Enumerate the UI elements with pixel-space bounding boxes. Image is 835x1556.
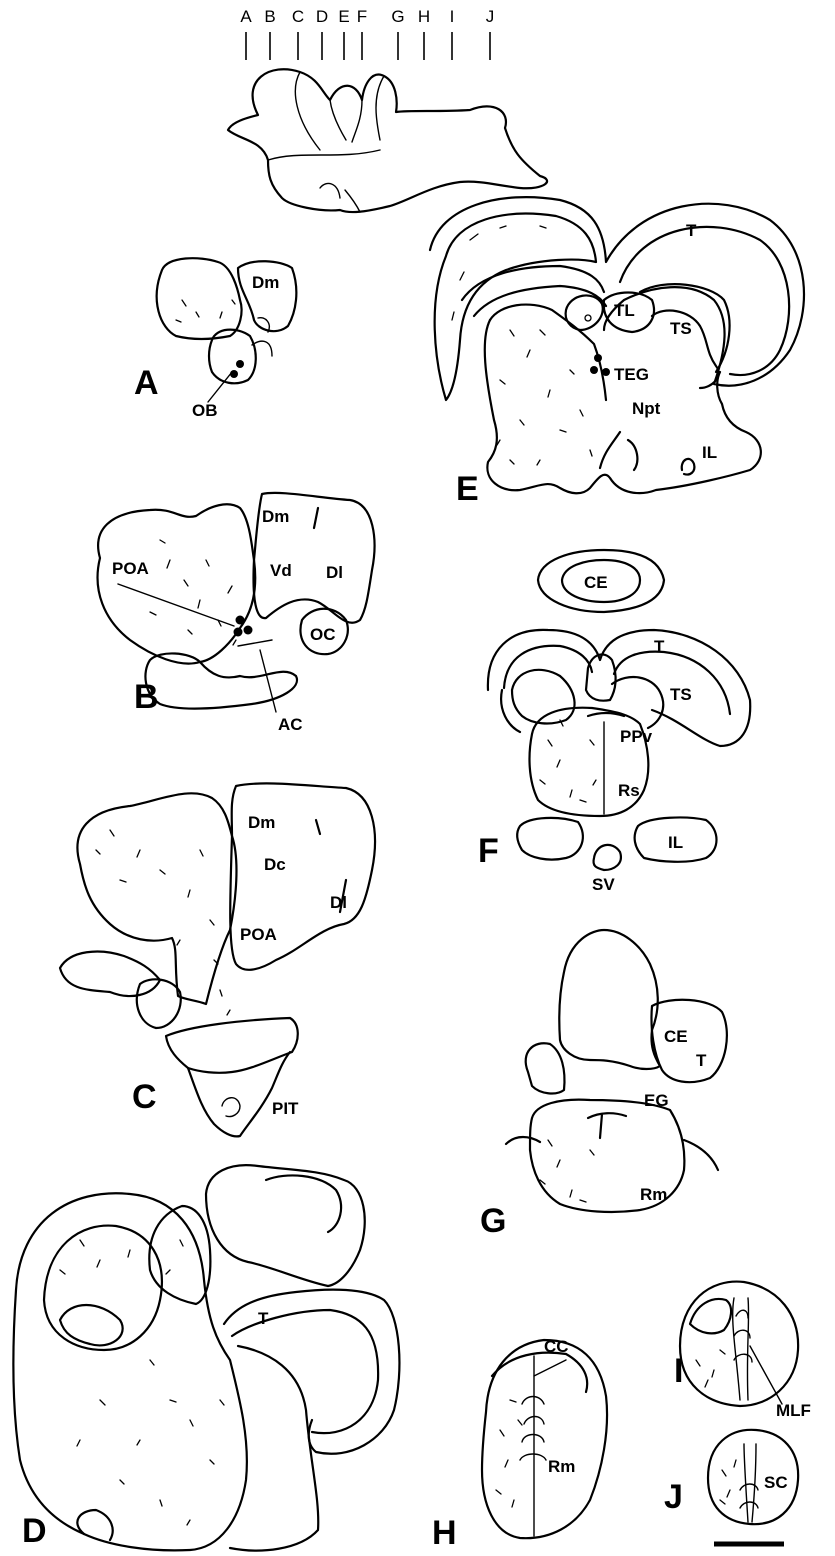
label-SV: SV (592, 875, 615, 894)
label-T: T (686, 221, 697, 240)
section-F: CE T TS PPv Rs IL SV F (478, 550, 750, 894)
section-tick-label-F: F (357, 7, 367, 26)
label-Vd: Vd (270, 561, 292, 580)
label-PPv: PPv (620, 727, 653, 746)
section-tick-label-A: A (240, 7, 252, 26)
label-SC: SC (764, 1473, 788, 1492)
label-Npt: Npt (632, 399, 661, 418)
label-EG: EG (644, 1091, 669, 1110)
section-letter-D: D (22, 1512, 47, 1550)
section-letter-B: B (134, 678, 159, 716)
label-CE: CE (584, 573, 608, 592)
section-tick-label-I: I (450, 7, 455, 26)
label-TEG: TEG (614, 365, 649, 384)
section-letter-A: A (134, 364, 159, 402)
label-TS: TS (670, 319, 692, 338)
section-B: Dm POA Vd Dl OC AC B (98, 493, 375, 734)
section-tick-label-C: C (292, 7, 304, 26)
section-letter-I: I (674, 1352, 683, 1390)
section-tick-label-G: G (391, 7, 404, 26)
section-tick-label-J: J (486, 7, 495, 26)
section-letter-F: F (478, 832, 499, 870)
label-T: T (654, 637, 665, 656)
section-letter-E: E (456, 470, 479, 508)
label-Dm: Dm (252, 273, 279, 292)
section-letter-G: G (480, 1202, 506, 1240)
section-J: SC J (664, 1430, 798, 1524)
label-CC: CC (544, 1337, 569, 1356)
label-Rm: Rm (640, 1185, 667, 1204)
label-CE: CE (664, 1027, 688, 1046)
label-PIT: PIT (272, 1099, 299, 1118)
label-AC: AC (278, 715, 303, 734)
label-T: T (258, 1309, 269, 1328)
section-letter-J: J (664, 1478, 683, 1516)
label-OB: OB (192, 401, 218, 420)
label-Dm: Dm (262, 507, 289, 526)
label-IL: IL (702, 443, 717, 462)
lateral-brain-outline (228, 69, 547, 212)
section-I: MLF I (674, 1282, 811, 1420)
label-IL: IL (668, 833, 683, 852)
section-C: Dm Dc Dl POA PIT C (60, 783, 375, 1136)
label-Rs: Rs (618, 781, 640, 800)
section-letter-H: H (432, 1514, 457, 1552)
section-tick-label-H: H (418, 7, 430, 26)
label-Dl: Dl (330, 893, 347, 912)
section-tick-label-B: B (264, 7, 275, 26)
section-G: CE T EG Rm G (480, 930, 727, 1240)
label-TS: TS (670, 685, 692, 704)
section-D: T D (13, 1165, 399, 1550)
label-POA: POA (112, 559, 149, 578)
label-T: T (696, 1051, 707, 1070)
label-Rm: Rm (548, 1457, 575, 1476)
section-tick-label-D: D (316, 7, 328, 26)
label-Dl: Dl (326, 563, 343, 582)
section-A: Dm OB A (134, 258, 296, 420)
label-POA: POA (240, 925, 277, 944)
section-tick-label-E: E (338, 7, 349, 26)
label-Dm: Dm (248, 813, 275, 832)
label-MLF: MLF (776, 1401, 811, 1420)
section-H: CC Rm H (432, 1337, 607, 1552)
section-E: T TL TS TEG Npt IL E (430, 197, 804, 508)
section-letter-C: C (132, 1078, 157, 1116)
label-Dc: Dc (264, 855, 286, 874)
label-TL: TL (614, 301, 635, 320)
label-OC: OC (310, 625, 336, 644)
